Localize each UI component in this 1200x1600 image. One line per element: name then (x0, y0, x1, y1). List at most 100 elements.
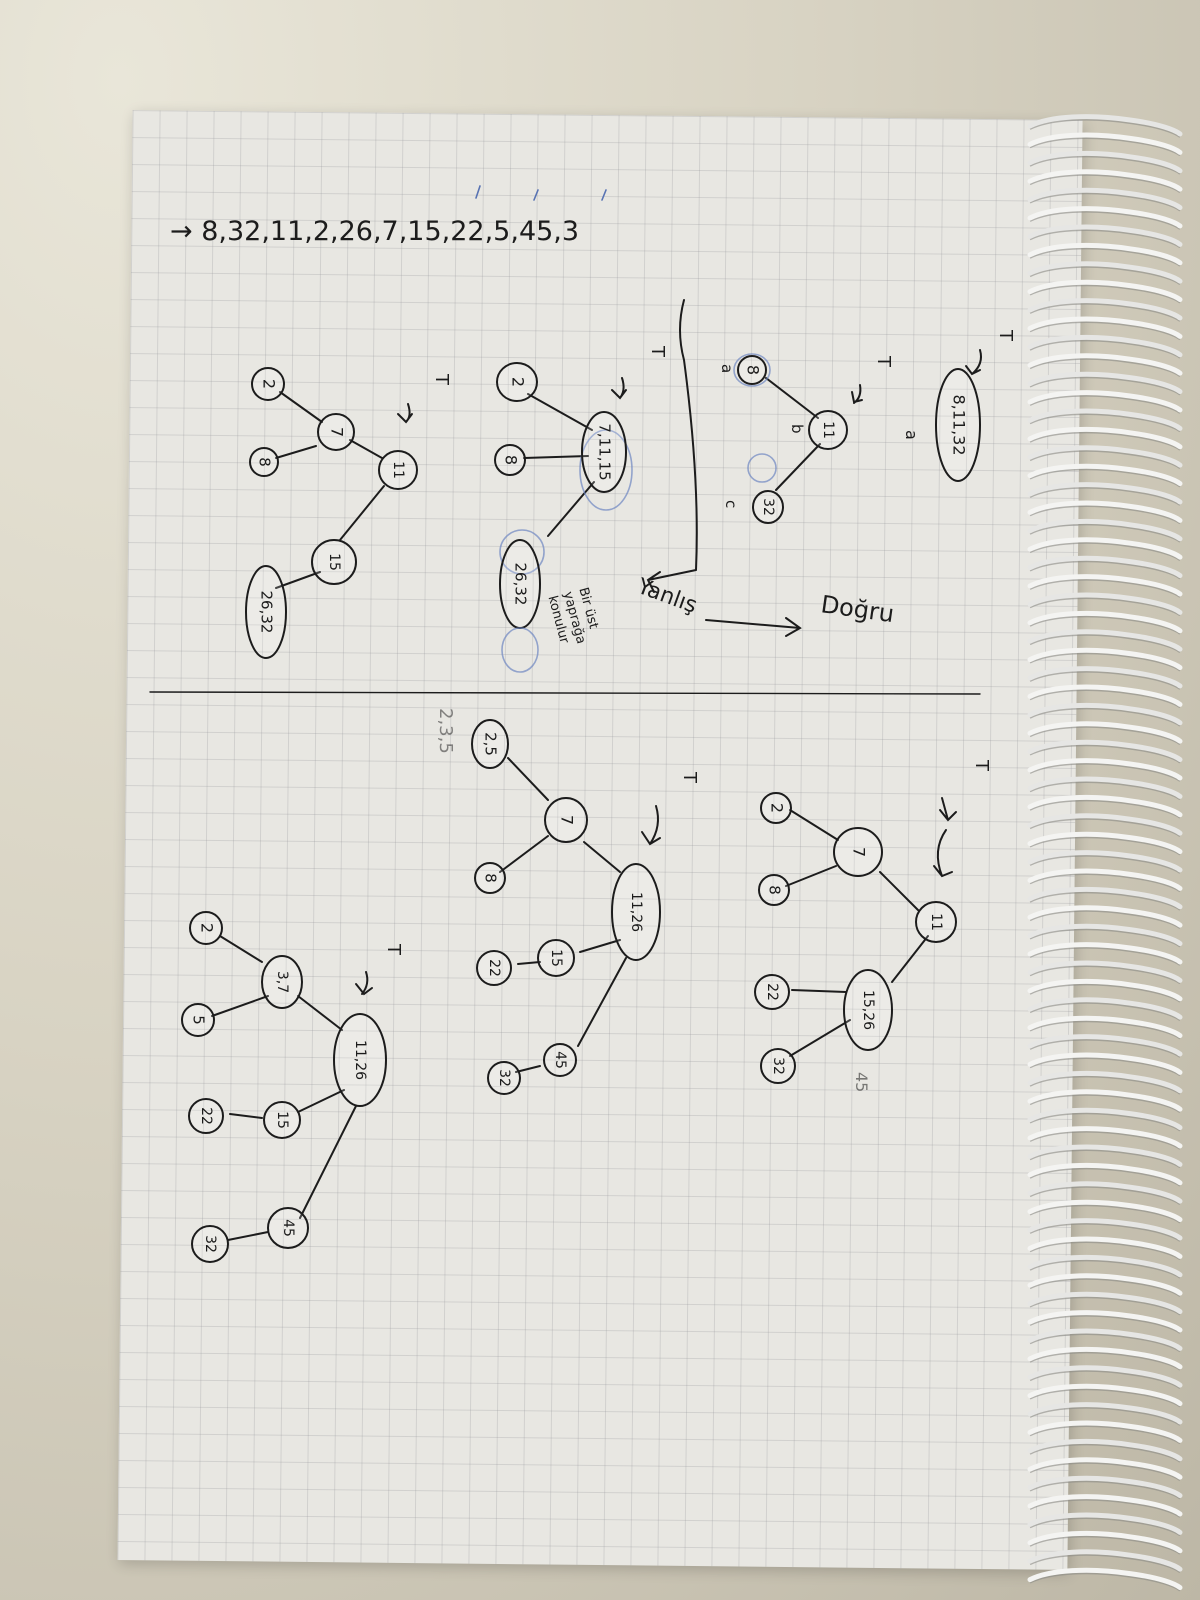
spiral-coil-shadow (1029, 1149, 1181, 1169)
tree-c: T 2 8 7 11 15 26,32 (245, 367, 452, 659)
spiral-coil-shadow (1029, 449, 1181, 470)
spiral-coil (1027, 574, 1183, 597)
spiral-coil-shadow (1029, 1535, 1181, 1555)
spiral-coil-shadow (1029, 1333, 1181, 1353)
spiral-coil (1027, 445, 1183, 468)
spiral-coil (1027, 1181, 1183, 1204)
spiral-coil (1027, 426, 1183, 450)
spiral-coil (1027, 316, 1183, 339)
tree-node (249, 447, 279, 477)
pointer-T: T (383, 943, 404, 956)
spiral-coil (1027, 1475, 1183, 1499)
spiral-coil-shadow (1029, 155, 1181, 175)
node-label: 22 (486, 959, 502, 977)
tree-node (474, 862, 506, 894)
spiral-coil (1027, 482, 1183, 505)
spiral-coil-shadow (1029, 1572, 1181, 1592)
spiral-coil (1027, 758, 1183, 781)
spiral-coil (1027, 1567, 1183, 1591)
tree-node (737, 355, 767, 385)
tree-node (267, 1207, 309, 1249)
spiral-coil (1027, 1273, 1183, 1296)
spiral-coil-shadow (1029, 210, 1181, 230)
tree-edges (211, 935, 357, 1241)
node-label: 26,32 (258, 591, 276, 634)
spiral-coil (1027, 905, 1183, 928)
blue-note: Bir üst yaprağa konulur (545, 586, 601, 646)
spiral-coil-shadow (1029, 1259, 1181, 1279)
spiral-coil (1027, 1310, 1183, 1333)
spiral-coil-shadow (1029, 781, 1181, 801)
spiral-coil-shadow (1029, 1277, 1181, 1298)
spiral-coil-shadow (1029, 873, 1181, 893)
spiral-coil (1027, 1512, 1183, 1535)
spiral-coil-shadow (1029, 983, 1181, 1003)
spiral-coil (1027, 206, 1183, 229)
node-label: 7 (558, 815, 577, 825)
spiral-coil (1027, 647, 1183, 671)
pointer-T: T (873, 355, 894, 368)
spiral-coil-shadow (1029, 1314, 1181, 1334)
spiral-coil-shadow (1029, 854, 1181, 874)
spiral-coil-shadow (1029, 1461, 1181, 1482)
tree-d: T 2 8 7 11 22 15,26 45 32 (754, 759, 992, 1092)
spiral-coil-shadow (1029, 836, 1181, 856)
node-label: 32 (202, 1235, 218, 1253)
spiral-coil-shadow (1029, 1296, 1181, 1316)
pointer-T: T (995, 329, 1016, 342)
spiral-coil (1027, 371, 1183, 395)
spiral-coil (1027, 1494, 1183, 1517)
letter-label: c (722, 500, 740, 508)
spiral-coil (1027, 1015, 1183, 1039)
node-label: 26,32 (512, 563, 530, 606)
spiral-coil-shadow (1029, 1185, 1181, 1206)
spiral-coil (1027, 942, 1183, 965)
node-label: 22 (764, 983, 780, 1001)
spiral-coil-shadow (1029, 817, 1181, 838)
spiral-coil-shadow (1029, 744, 1181, 764)
ghost-label: 45 (852, 1072, 871, 1092)
node-label: 45 (552, 1051, 568, 1069)
spiral-coil (1027, 794, 1183, 818)
tree-node (261, 955, 303, 1009)
spiral-coil-shadow (1029, 1553, 1181, 1574)
pointer-T: T (431, 373, 452, 386)
spiral-coil (1027, 978, 1183, 1002)
pointer-arrow (397, 403, 413, 424)
tree-node (758, 874, 790, 906)
spiral-coil (1027, 334, 1183, 358)
tree-node (378, 450, 418, 490)
spiral-coil-shadow (1029, 1351, 1181, 1371)
spiral-coil-shadow (1029, 192, 1181, 212)
spiral-coil-shadow (1029, 247, 1181, 267)
tree-edges (499, 757, 627, 1073)
spiral-coil-shadow (1029, 1480, 1181, 1500)
spiral-coil (1027, 1420, 1183, 1443)
tree-a: T 8 11 32 a b c (718, 353, 894, 524)
spiral-coil-shadow (1029, 265, 1181, 286)
spiral-coil (1027, 518, 1183, 542)
spiral-coil (1027, 702, 1183, 726)
tree-edges (275, 391, 385, 589)
letter-label: a (902, 430, 921, 440)
tree-node (935, 368, 981, 482)
blue-highlight (501, 627, 539, 673)
spiral-coil (1027, 813, 1183, 836)
spiral-coil-shadow (1029, 1093, 1181, 1114)
spiral-coil (1027, 610, 1183, 634)
tree-node (760, 792, 792, 824)
spiral-coil (1027, 555, 1183, 579)
spiral-coil (1027, 261, 1183, 284)
tree-node (537, 939, 575, 977)
tree-node (476, 950, 512, 986)
blue-highlight (499, 529, 545, 575)
spiral-coil-shadow (1029, 229, 1181, 249)
spiral-coil (1027, 187, 1183, 211)
spiral-coil-shadow (1029, 670, 1181, 690)
spiral-coil-shadow (1029, 560, 1181, 580)
tree-node (915, 901, 957, 943)
spiral-coil (1027, 463, 1183, 487)
spiral-coil (1027, 1089, 1183, 1112)
spiral-coil (1027, 721, 1183, 744)
spiral-coil-shadow (1029, 946, 1181, 966)
